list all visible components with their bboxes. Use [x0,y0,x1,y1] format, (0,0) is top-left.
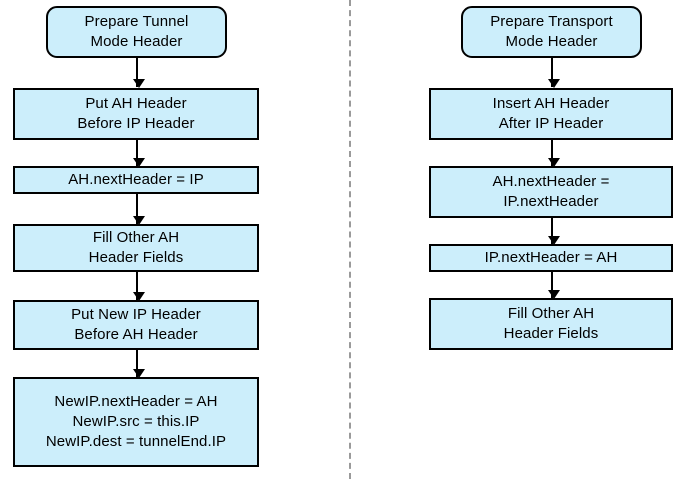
connector-arrow [133,140,145,167]
node-line: After IP Header [498,115,604,132]
node-ah-nextheader-equals-ip-nextheader: AH.nextHeader = IP.nextHeader [429,166,673,218]
column-divider [349,0,351,479]
node-line: Insert AH Header [492,95,610,112]
connector-arrow [548,218,560,245]
connector-arrow [133,350,145,378]
node-line: Prepare Tunnel [84,13,189,30]
arrowhead-icon [133,158,145,167]
node-line: Header Fields [503,325,599,342]
node-line: IP.nextHeader [503,193,599,210]
node-put-ah-header-before-ip-header: Put AH Header Before IP Header [13,88,259,140]
node-line: NewIP.dest = tunnelEnd.IP [45,433,227,450]
arrowhead-icon [548,236,560,245]
node-line: Before AH Header [74,326,198,343]
node-line: NewIP.nextHeader = AH [54,393,218,410]
node-line: NewIP.src = this.IP [72,413,200,430]
connector-arrow [133,194,145,225]
node-line: IP.nextHeader = AH [484,249,618,266]
arrowhead-icon [133,216,145,225]
node-line: Prepare Transport [490,13,613,30]
node-line: Header Fields [88,249,184,266]
node-line: Before IP Header [77,115,195,132]
node-prepare-tunnel-mode-header: Prepare Tunnel Mode Header [46,6,227,58]
connector-arrow [548,140,560,167]
arrowhead-icon [548,158,560,167]
node-ip-nextheader-equals-ah: IP.nextHeader = AH [429,244,673,272]
connector-arrow [548,58,560,88]
node-line: Mode Header [505,33,598,50]
node-line: AH.nextHeader = [492,173,610,190]
node-put-new-ip-header-before-ah-header: Put New IP Header Before AH Header [13,300,259,350]
node-line: Fill Other AH [507,305,595,322]
node-line: Put AH Header [85,95,187,112]
connector-arrow [133,272,145,301]
node-line: Put New IP Header [71,306,201,323]
node-line: Fill Other AH [92,229,180,246]
connector-arrow [548,272,560,299]
arrowhead-icon [548,79,560,88]
node-fill-other-ah-header-fields: Fill Other AH Header Fields [13,224,259,272]
node-ah-nextheader-equals-ip: AH.nextHeader = IP [13,166,259,194]
node-insert-ah-header-after-ip-header: Insert AH Header After IP Header [429,88,673,140]
arrowhead-icon [548,290,560,299]
arrowhead-icon [133,369,145,378]
node-line: Mode Header [90,33,183,50]
connector-arrow [133,58,145,88]
node-fill-other-ah-header-fields-transport: Fill Other AH Header Fields [429,298,673,350]
node-newip-assignments: NewIP.nextHeader = AH NewIP.src = this.I… [13,377,259,467]
arrowhead-icon [133,292,145,301]
arrowhead-icon [133,79,145,88]
node-prepare-transport-mode-header: Prepare Transport Mode Header [461,6,642,58]
node-line: AH.nextHeader = IP [68,171,204,188]
